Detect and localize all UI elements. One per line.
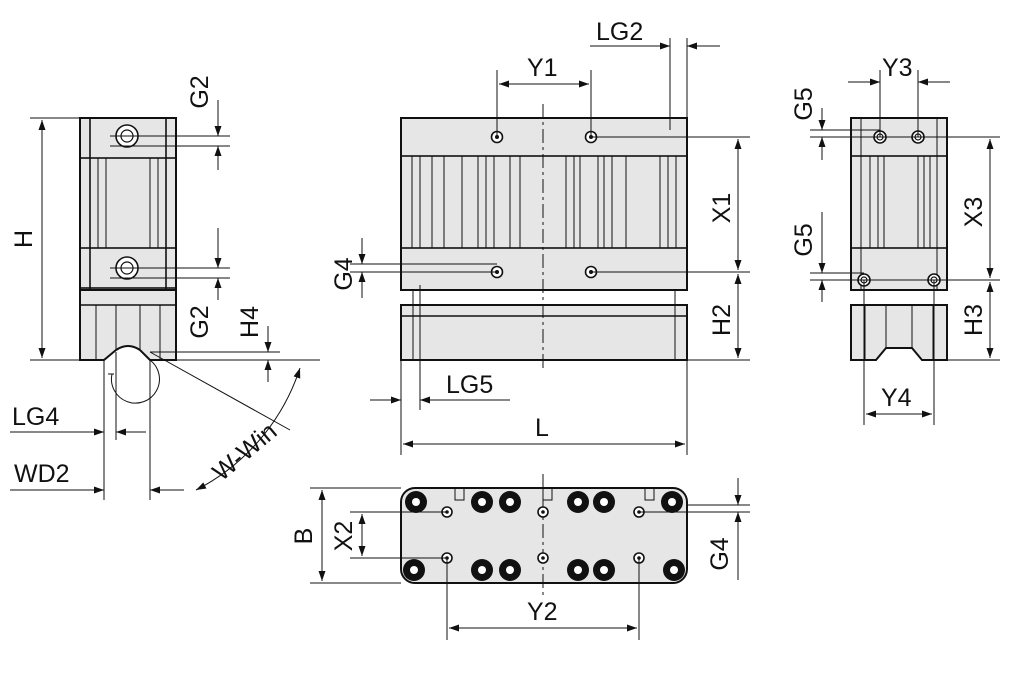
label-Y2: Y2 bbox=[527, 598, 558, 626]
label-H2: H2 bbox=[708, 304, 736, 336]
label-X2: X2 bbox=[330, 521, 358, 552]
end-view: Y3 G5 G5 X3 H3 Y4 bbox=[790, 54, 1000, 425]
label-H4: H4 bbox=[236, 306, 264, 338]
label-H: H bbox=[10, 230, 38, 248]
bottom-view: B X2 G4 Y2 bbox=[290, 474, 750, 640]
label-LG4: LG4 bbox=[12, 403, 59, 431]
label-WD2: WD2 bbox=[14, 460, 70, 488]
label-G4-bottom: G4 bbox=[706, 537, 734, 570]
label-G5-bottom: G5 bbox=[790, 223, 818, 256]
label-G2-bottom: G2 bbox=[186, 305, 214, 338]
hole-row-top bbox=[405, 491, 683, 513]
label-G2-top: G2 bbox=[186, 75, 214, 108]
label-X1: X1 bbox=[708, 193, 736, 224]
hole-row-bottom bbox=[403, 559, 685, 581]
label-H3: H3 bbox=[960, 304, 988, 336]
label-Y4: Y4 bbox=[881, 384, 912, 412]
label-W-Win: W-Win bbox=[207, 417, 282, 486]
front-view: LG2 Y1 X1 H2 G4 LG5 L bbox=[330, 18, 750, 455]
label-L: L bbox=[535, 414, 549, 442]
label-X3: X3 bbox=[960, 197, 988, 228]
label-G4-front: G4 bbox=[330, 257, 358, 290]
label-LG5: LG5 bbox=[446, 371, 493, 399]
label-Y3: Y3 bbox=[882, 54, 913, 82]
label-G5-top: G5 bbox=[790, 87, 818, 120]
label-B: B bbox=[290, 528, 318, 545]
side-view: H G2 G2 H4 LG4 WD2 W-Win bbox=[10, 75, 320, 500]
label-Y1: Y1 bbox=[527, 54, 558, 82]
label-LG2: LG2 bbox=[596, 18, 643, 46]
